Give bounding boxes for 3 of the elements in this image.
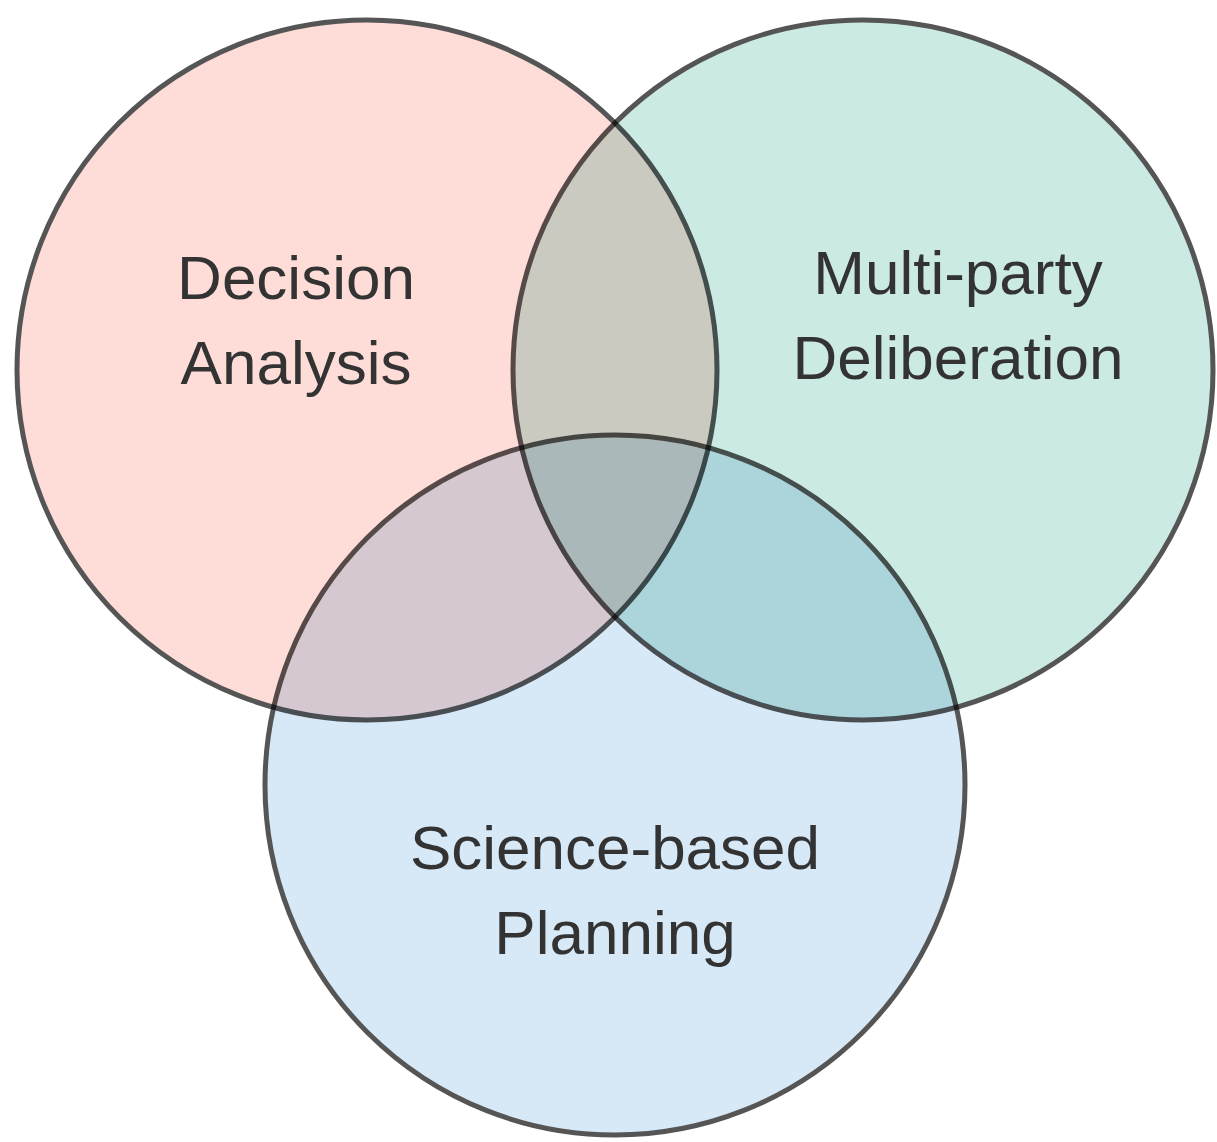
- set-label: Decision Analysis: [176, 242, 416, 399]
- set-label: Multi-party Deliberation: [791, 237, 1125, 394]
- set-label: Science-based Planning: [408, 812, 822, 969]
